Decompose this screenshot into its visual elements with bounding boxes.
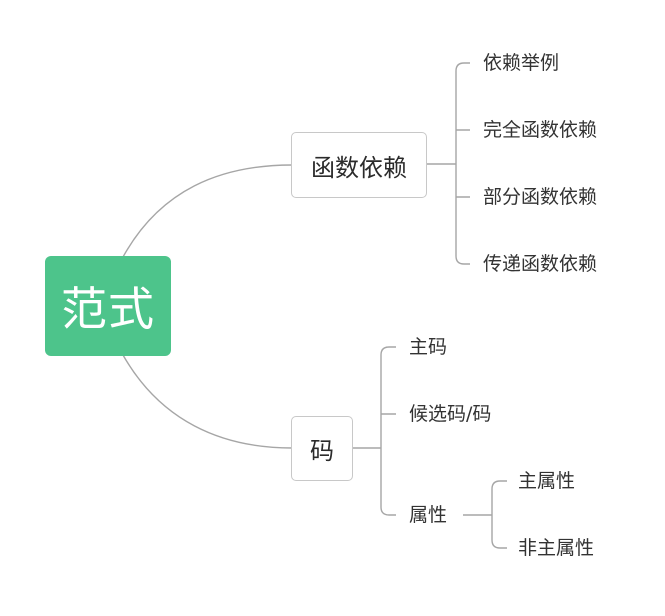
leaf-yilai-juli[interactable]: 依赖举例 xyxy=(483,52,560,74)
bracket-hanshuyilai xyxy=(427,62,470,265)
leaf-zhushuxing[interactable]: 主属性 xyxy=(518,470,576,492)
leaf-feizhushuxing[interactable]: 非主属性 xyxy=(518,537,595,559)
leaf-bufen-hanshuyilai[interactable]: 部分函数依赖 xyxy=(483,186,598,208)
leaf-houxuanma[interactable]: 候选码/码 xyxy=(409,403,492,425)
node-hanshuyilai[interactable]: 函数依赖 xyxy=(291,132,427,198)
leaf-shuxing[interactable]: 属性 xyxy=(409,504,448,526)
node-ma[interactable]: 码 xyxy=(291,416,353,481)
bracket-ma xyxy=(352,346,396,516)
link-root-to-ma xyxy=(122,354,293,449)
link-root-to-hanshuyilai xyxy=(122,164,293,258)
root-node[interactable]: 范式 xyxy=(45,256,171,356)
leaf-chuandi-hanshuyilai[interactable]: 传递函数依赖 xyxy=(483,253,598,275)
bracket-shuxing xyxy=(463,480,507,549)
leaf-wanquan-hanshuyilai[interactable]: 完全函数依赖 xyxy=(483,119,598,141)
leaf-zhuma[interactable]: 主码 xyxy=(409,336,448,358)
